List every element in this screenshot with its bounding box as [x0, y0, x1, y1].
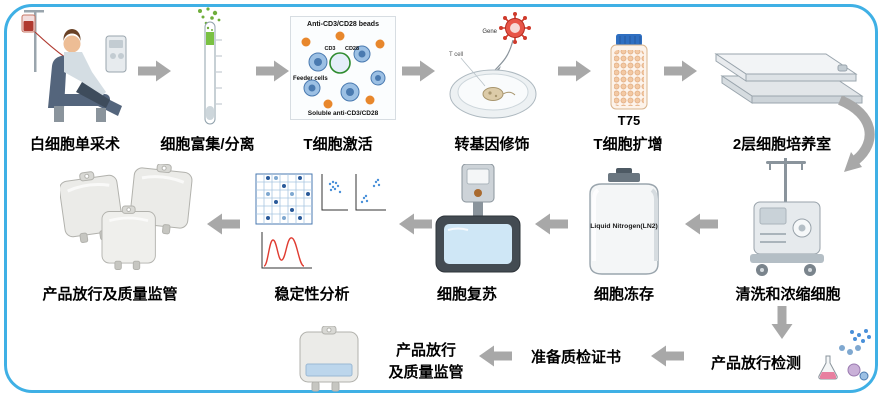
tcell-activation-illustration: Anti-CD3/CD28 beads CD3 CD28 Feeder cell…	[290, 16, 396, 120]
t75-flask-caption: T75	[617, 113, 641, 128]
cryo-label: 细胞冻存	[593, 286, 654, 303]
arrow-left-icon	[651, 345, 684, 367]
t75-flask-illustration	[610, 34, 648, 110]
diagram-frame	[4, 4, 878, 393]
activation-cd28-caption: CD28	[345, 46, 359, 52]
leukapheresis-label: 白细胞单采术	[29, 136, 120, 153]
activation-feeder-caption: Feeder cells	[293, 76, 328, 82]
product-bags-illustration	[60, 164, 193, 270]
arrow-right-icon	[138, 60, 171, 82]
wash-label: 清洗和浓缩细胞	[735, 286, 841, 303]
arrow-right-icon	[558, 60, 591, 82]
thaw-device-illustration	[435, 164, 521, 273]
stability-analysis-plots-illustration	[255, 173, 386, 269]
arrow-curved-down-icon	[837, 96, 875, 172]
arrow-right-icon	[402, 60, 435, 82]
final-product-bag-illustration	[299, 326, 359, 392]
release-test-icons	[818, 329, 871, 381]
gene-tag-caption: Gene	[482, 29, 497, 35]
arrow-left-icon	[207, 213, 240, 235]
arrow-right-icon	[664, 60, 697, 82]
arrow-left-icon	[479, 345, 512, 367]
activation-cd3-caption: CD3	[324, 46, 335, 52]
ln2-tank-illustration: Liquid Nitrogen(LN2)	[589, 168, 659, 275]
arrow-down-icon	[771, 306, 793, 339]
arrow-right-icon	[256, 60, 289, 82]
thaw-label: 细胞复苏	[436, 286, 497, 303]
activation-label: T细胞激活	[303, 136, 373, 153]
gene-modification-illustration: Gene T cell	[449, 12, 537, 119]
release-qc-label: 产品放行及质量监管	[42, 286, 178, 303]
activation-soluble-caption: Soluble anti-CD3/CD28	[308, 110, 379, 117]
enrichment-label: 细胞富集/分离	[160, 136, 255, 153]
final-qc-label-line2: 及质量监管	[388, 364, 464, 381]
release-test-label: 产品放行检测	[710, 355, 801, 372]
tcell-tag-caption: T cell	[449, 52, 463, 58]
arrow-left-icon	[685, 213, 718, 235]
activation-beads-caption: Anti-CD3/CD28 beads	[307, 21, 379, 28]
leukapheresis-illustration	[21, 10, 127, 122]
culture-chamber-label: 2层细胞培养室	[732, 136, 832, 153]
final-qc-label-line1: 产品放行	[395, 342, 456, 359]
arrow-left-icon	[399, 213, 432, 235]
arrow-left-icon	[535, 213, 568, 235]
certificate-label: 准备质检证书	[530, 349, 621, 366]
gene-modification-label: 转基因修饰	[454, 136, 530, 153]
ln2-tank-caption: Liquid Nitrogen(LN2)	[590, 223, 658, 230]
enrichment-column-illustration	[198, 7, 222, 125]
expansion-label: T细胞扩增	[593, 136, 663, 153]
stability-label: 稳定性分析	[274, 286, 350, 303]
wash-concentrate-machine-illustration	[750, 158, 824, 276]
culture-chamber-illustration	[714, 53, 864, 104]
